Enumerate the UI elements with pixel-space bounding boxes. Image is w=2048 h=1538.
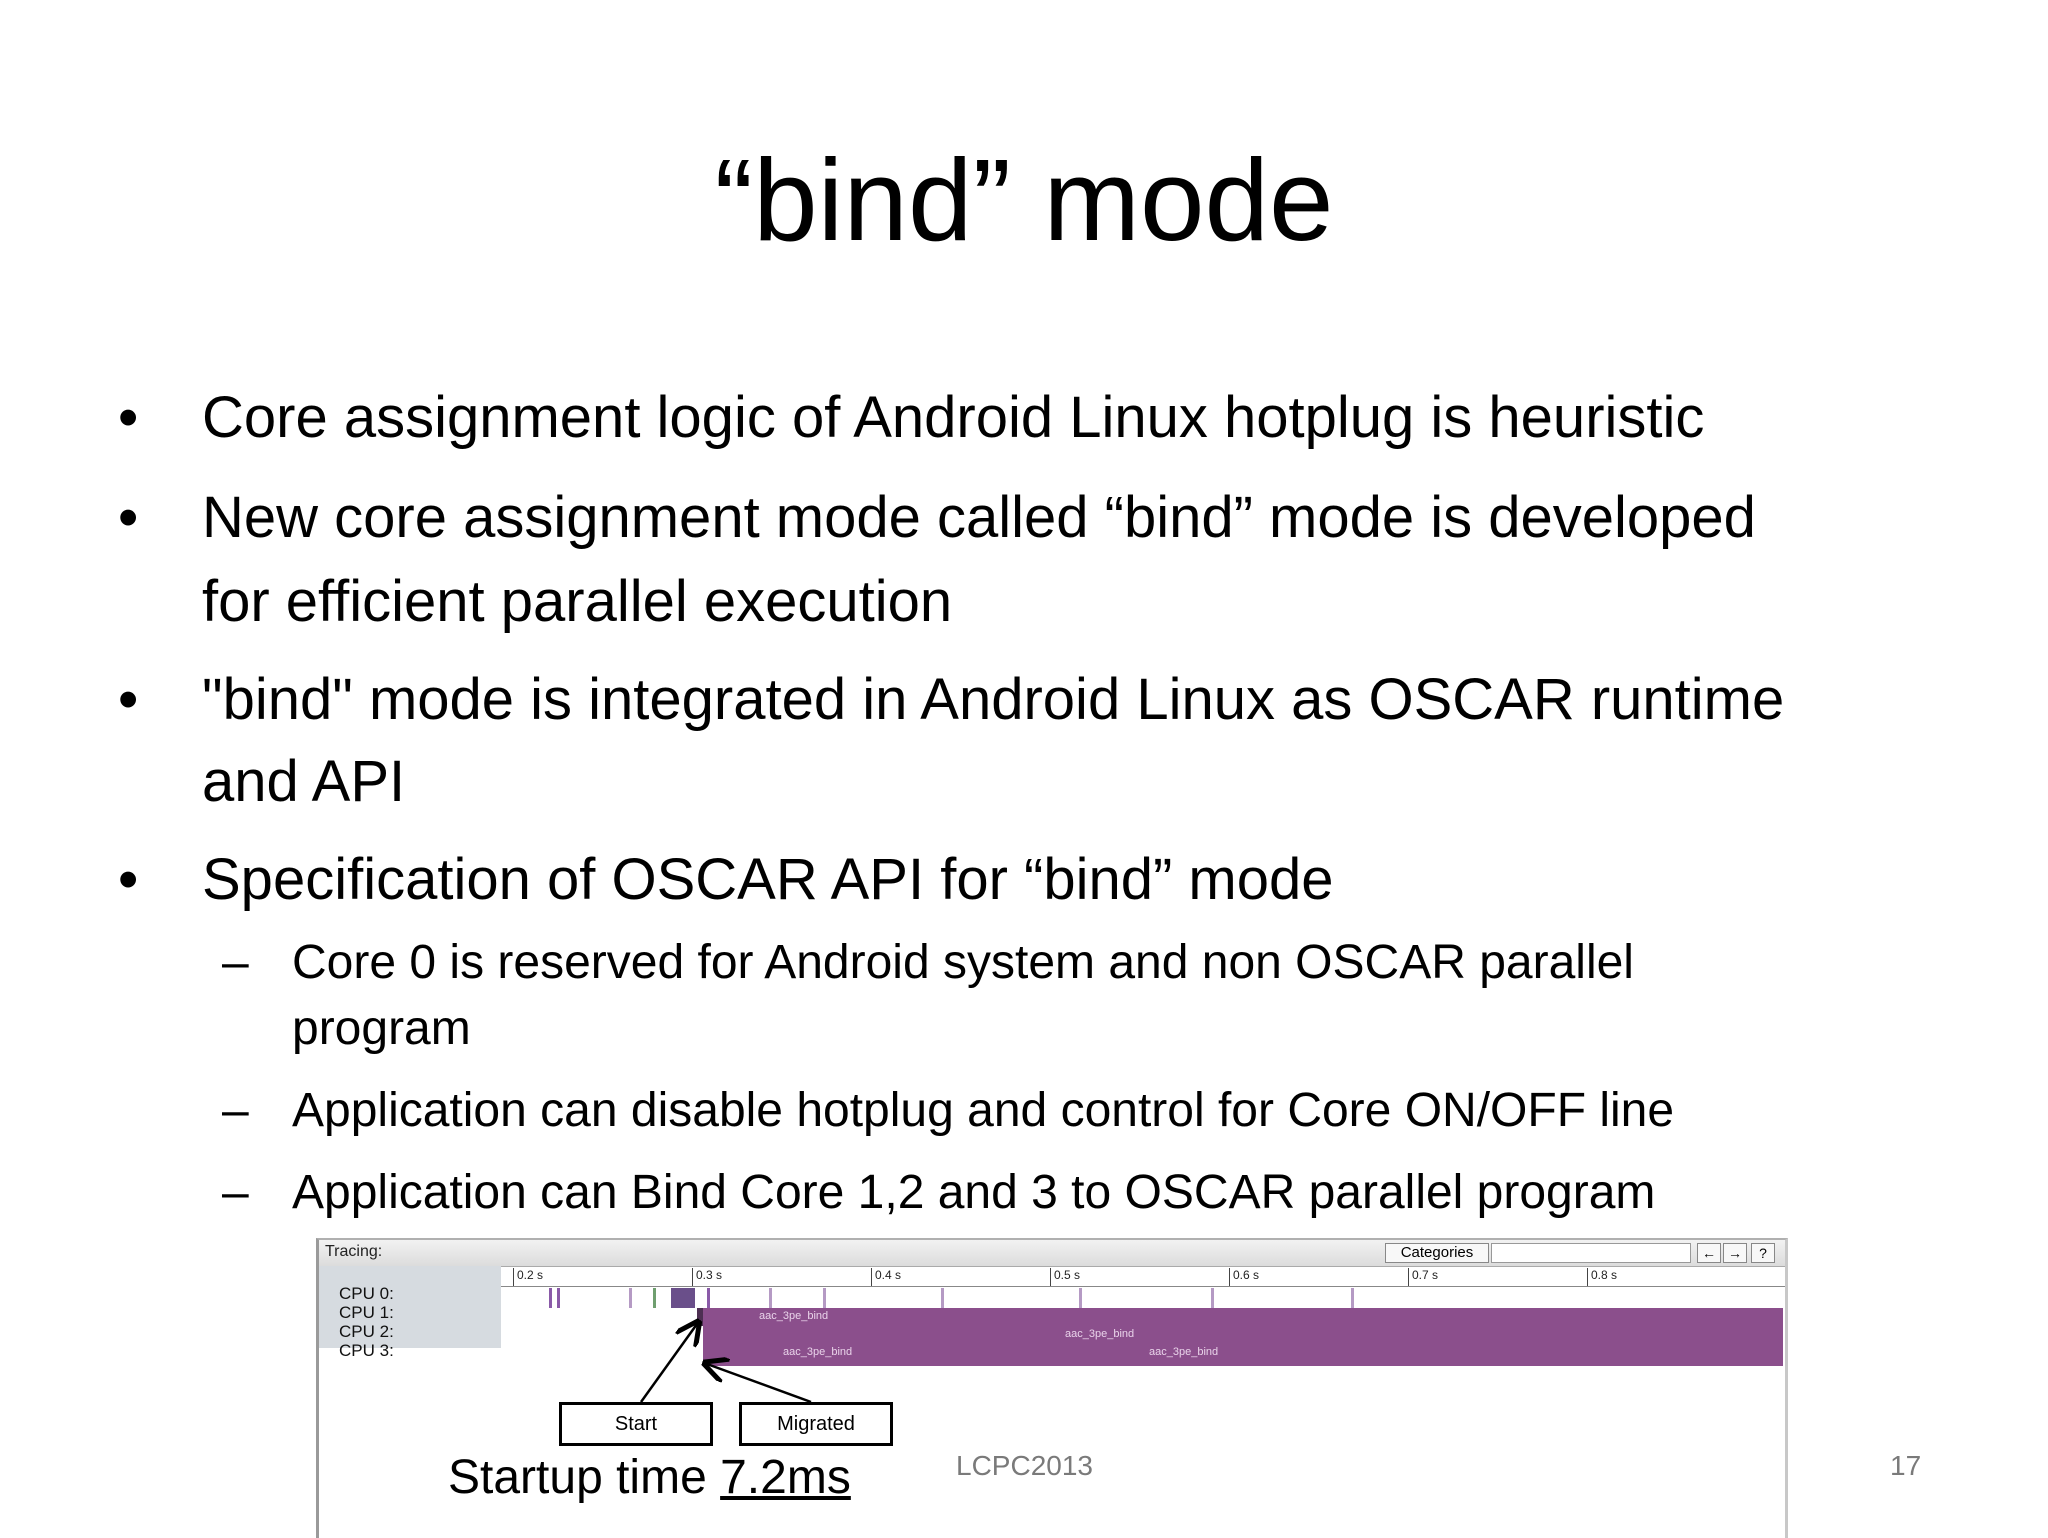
sub-bullet-text: Application can disable hotplug and cont… bbox=[292, 1084, 1675, 1137]
time-tick: 0.8 s bbox=[1587, 1268, 1617, 1286]
cpu-label: CPU 1: bbox=[339, 1303, 394, 1322]
categories-button[interactable]: Categories bbox=[1385, 1243, 1489, 1263]
time-tick: 0.2 s bbox=[513, 1268, 543, 1286]
sub-bullet-marker: – bbox=[222, 936, 249, 989]
cpu0-slice bbox=[823, 1288, 826, 1308]
slice-label-cpu3: aac_3pe_bind bbox=[783, 1346, 853, 1358]
cpu0-slice bbox=[557, 1288, 560, 1308]
time-tick: 0.6 s bbox=[1229, 1268, 1259, 1286]
footer-conference: LCPC2013 bbox=[956, 1450, 1093, 1481]
trace-toolbar: Tracing: Categories ← → ? bbox=[319, 1240, 1785, 1267]
start-callout: Start bbox=[559, 1402, 713, 1446]
cpu0-slice bbox=[707, 1288, 710, 1308]
time-tick: 0.5 s bbox=[1050, 1268, 1080, 1286]
bullet-text: Core assignment logic of Android Linux h… bbox=[202, 385, 1705, 450]
bullet-marker: • bbox=[118, 667, 139, 732]
callout-arrows bbox=[639, 1240, 812, 1404]
cpu-label-column: CPU 0: CPU 1: CPU 2: CPU 3: bbox=[319, 1266, 501, 1360]
slice-label-cpu3: aac_3pe_bind bbox=[1149, 1346, 1219, 1358]
bullet-marker: • bbox=[118, 385, 139, 450]
startup-time-value: 7.2ms bbox=[720, 1451, 851, 1504]
slide-number: 17 bbox=[1890, 1450, 1922, 1481]
cpu0-slice bbox=[671, 1288, 695, 1308]
time-tick: 0.3 s bbox=[692, 1268, 722, 1286]
slice-label-cpu2: aac_3pe_bind bbox=[1065, 1328, 1135, 1340]
trace-viewer-screenshot: Tracing: Categories ← → ? CPU 0: CPU 1: … bbox=[316, 1238, 1788, 1538]
bullet-text: "bind" mode is integrated in Android Lin… bbox=[202, 667, 1785, 732]
cpu-label: CPU 3: bbox=[339, 1341, 394, 1360]
cpu0-slice bbox=[549, 1288, 552, 1308]
time-tick: 0.4 s bbox=[871, 1268, 901, 1286]
bullet-text: New core assignment mode called “bind” m… bbox=[202, 485, 1756, 550]
cpu0-slice bbox=[653, 1288, 656, 1308]
categories-filter-input[interactable] bbox=[1491, 1243, 1691, 1263]
back-arrow-icon[interactable]: ← bbox=[1697, 1243, 1721, 1263]
sub-bullet-text: program bbox=[292, 1002, 471, 1055]
cpu0-slice bbox=[1351, 1288, 1354, 1308]
cpu0-slice bbox=[1079, 1288, 1082, 1308]
sub-bullet-marker: – bbox=[222, 1166, 249, 1219]
forward-arrow-icon[interactable]: → bbox=[1723, 1243, 1747, 1263]
startup-time-label: Startup time bbox=[448, 1451, 721, 1504]
sub-bullet-text: Application can Bind Core 1,2 and 3 to O… bbox=[292, 1166, 1656, 1219]
time-tick: 0.7 s bbox=[1408, 1268, 1438, 1286]
slide-title: “bind” mode bbox=[714, 135, 1334, 265]
tracing-label: Tracing: bbox=[325, 1243, 383, 1260]
cpu0-lane bbox=[501, 1288, 1785, 1308]
bind-slice-block bbox=[703, 1308, 1783, 1366]
bullet-text: and API bbox=[202, 749, 406, 814]
bullet-text: Specification of OSCAR API for “bind” mo… bbox=[202, 847, 1334, 912]
cpu-label: CPU 0: bbox=[339, 1284, 394, 1303]
sub-bullet-marker: – bbox=[222, 1084, 249, 1137]
cpu0-slice bbox=[941, 1288, 944, 1308]
cpu0-slice bbox=[769, 1288, 772, 1308]
cpu0-slice bbox=[1211, 1288, 1214, 1308]
cpu0-slice bbox=[629, 1288, 632, 1308]
bullet-text: for efficient parallel execution bbox=[202, 569, 953, 634]
migrated-callout: Migrated bbox=[739, 1402, 893, 1446]
cpu-label: CPU 2: bbox=[339, 1322, 394, 1341]
start-arrow bbox=[639, 1324, 697, 1403]
slice-label-cpu1: aac_3pe_bind bbox=[759, 1310, 829, 1322]
bullet-marker: • bbox=[118, 847, 139, 912]
help-icon[interactable]: ? bbox=[1751, 1243, 1775, 1263]
sub-bullet-text: Core 0 is reserved for Android system an… bbox=[292, 936, 1634, 989]
startup-time: Startup time 7.2ms bbox=[448, 1450, 851, 1506]
migrated-arrow bbox=[707, 1364, 812, 1404]
bullet-marker: • bbox=[118, 485, 139, 550]
time-ruler: 0.2 s 0.3 s 0.4 s 0.5 s 0.6 s 0.7 s 0.8 … bbox=[501, 1268, 1785, 1287]
